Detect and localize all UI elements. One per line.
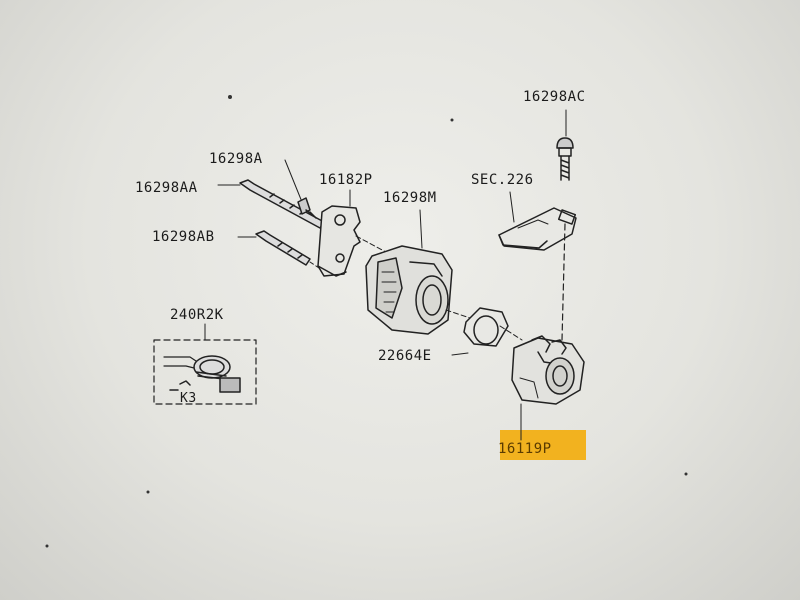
label-16298M: 16298M bbox=[383, 190, 437, 206]
label-16298AA: 16298AA bbox=[135, 180, 198, 196]
harness-kit-240R2K bbox=[153, 323, 257, 405]
label-16298AB: 16298AB bbox=[152, 229, 215, 245]
label-sec226: SEC.226 bbox=[471, 172, 534, 188]
screw-16298A bbox=[284, 159, 317, 219]
bolt-16298AC bbox=[556, 109, 574, 181]
throttle-chamber-16119P bbox=[511, 335, 585, 441]
label-22664E: 22664E bbox=[378, 348, 432, 364]
highlight-box bbox=[500, 430, 586, 460]
bolt-16298AB bbox=[237, 230, 326, 273]
gasket-22664E bbox=[451, 307, 523, 356]
label-16119P: 16119P bbox=[498, 441, 552, 457]
stray-dots bbox=[45, 95, 688, 548]
label-K3: K3 bbox=[180, 391, 197, 406]
label-16298A: 16298A bbox=[209, 151, 263, 167]
throttle-body-16298M bbox=[365, 209, 471, 335]
label-16182P: 16182P bbox=[319, 172, 373, 188]
label-240R2K: 240R2K bbox=[170, 307, 224, 323]
label-16298AC: 16298AC bbox=[523, 89, 586, 105]
sensor-sec226 bbox=[498, 191, 577, 341]
bracket-16182P bbox=[317, 189, 387, 277]
